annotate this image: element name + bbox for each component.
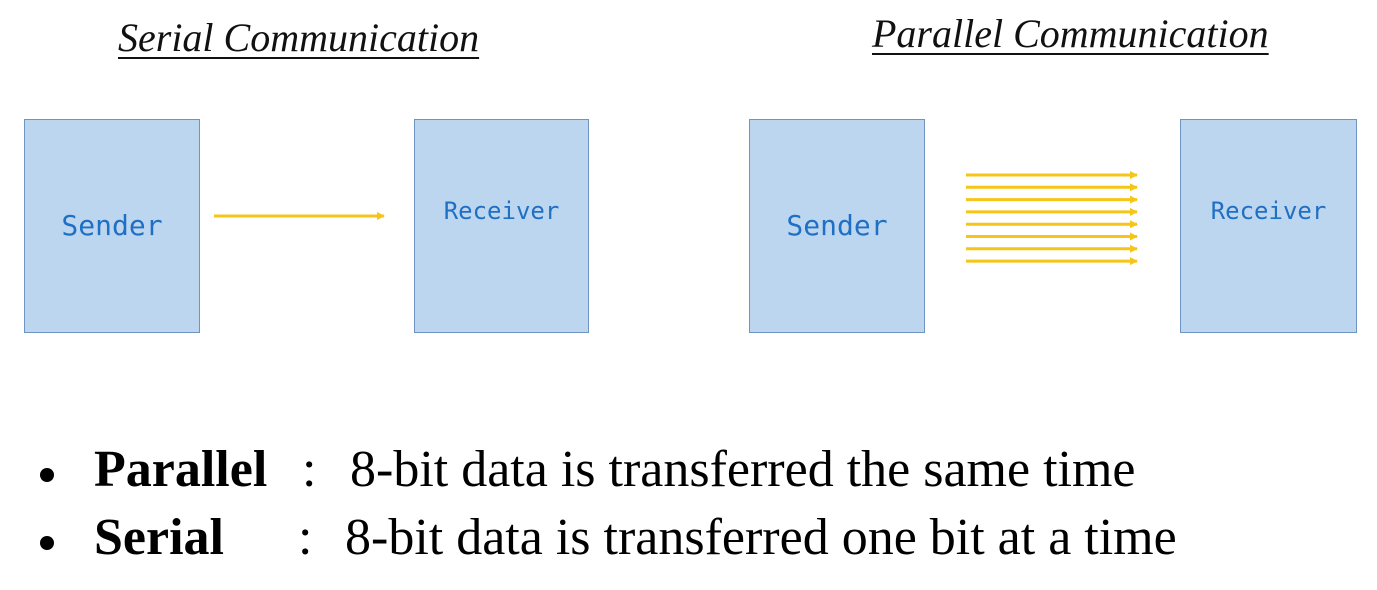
- bullet-dot-icon: [40, 536, 54, 550]
- bullet-colon: :: [298, 509, 313, 566]
- bullet-dot-icon: [40, 468, 54, 482]
- parallel-receiver-label: Receiver: [1210, 197, 1327, 225]
- bullet-term: Parallel: [94, 441, 268, 498]
- bullet-term: Serial: [94, 509, 224, 566]
- bullet-description: 8-bit data is transferred one bit at a t…: [345, 509, 1177, 566]
- parallel-data-lines: [966, 171, 1138, 266]
- serial-sender-box: Sender: [24, 119, 200, 333]
- bullet-colon: :: [302, 441, 317, 498]
- parallel-sender-box: Sender: [749, 119, 925, 333]
- serial-sender-label: Sender: [61, 209, 163, 242]
- parallel-communication-title: Parallel Communication: [872, 11, 1269, 56]
- bullet-description: 8-bit data is transferred the same time: [350, 441, 1136, 498]
- serial-receiver-label: Receiver: [443, 197, 560, 225]
- serial-receiver-box: Receiver: [414, 119, 589, 333]
- serial-communication-title: Serial Communication: [118, 15, 480, 60]
- parallel-sender-label: Sender: [786, 209, 888, 242]
- parallel-receiver-box: Receiver: [1180, 119, 1357, 333]
